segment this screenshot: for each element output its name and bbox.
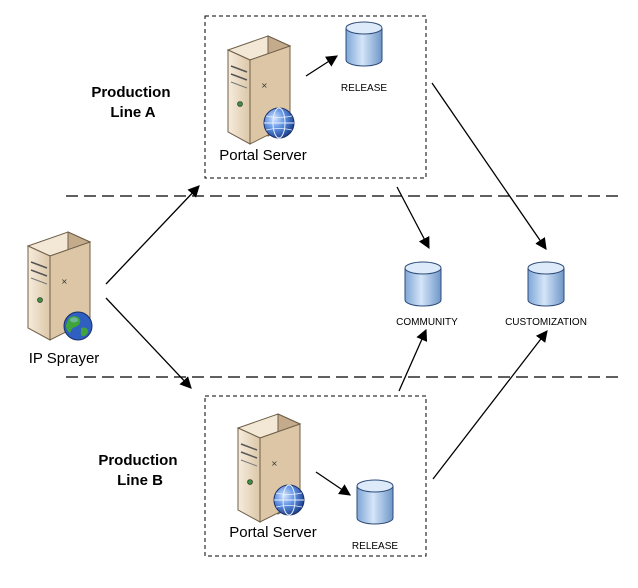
portal-server-b [237,413,305,523]
database-icon [356,479,394,525]
arrow-a-to-customization [431,82,547,250]
ip-sprayer-label: IP Sprayer [29,350,100,367]
release-b-label: RELEASE [352,541,398,552]
database-icon [527,261,565,307]
portal-server-a-label: Portal Server [219,147,307,164]
community-label: COMMUNITY [396,317,458,328]
database-icon [404,261,442,307]
globe-icon [63,311,93,341]
ip-sprayer [27,231,93,341]
globe-icon [273,484,305,516]
arrow-server-a-to-release [305,55,338,77]
arrow-a-to-community [396,186,430,250]
arrow-b-to-customization [432,330,548,480]
production-line-b-label: Production Line B [98,452,181,489]
arrow-sprayer-to-b [105,297,192,389]
arrow-sprayer-to-a [105,185,200,285]
customization-label: CUSTOMIZATION [505,317,587,328]
portal-server-a [227,35,295,145]
production-line-b-box [204,395,427,557]
portal-server-b-label: Portal Server [229,524,317,541]
arrow-b-to-community [398,328,428,392]
release-a-label: RELEASE [341,83,387,94]
arrow-server-b-to-release [315,471,351,496]
production-line-a-box [204,15,427,179]
database-icon [345,21,383,67]
globe-icon [263,107,295,139]
production-line-a-label: Production Line A [91,84,174,121]
